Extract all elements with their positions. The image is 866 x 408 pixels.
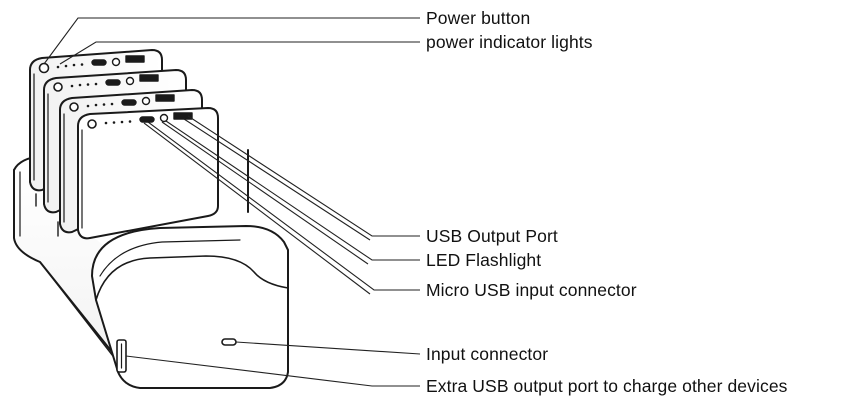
dock-front-block xyxy=(91,225,289,389)
leader-usb-output-port xyxy=(187,115,420,237)
leader-input-connector xyxy=(235,341,421,355)
leader-power-indicator-lights xyxy=(59,41,420,65)
label-power-button: Power button xyxy=(426,8,531,28)
leader-micro-usb-input xyxy=(147,121,420,291)
leader-lines xyxy=(43,17,421,387)
label-micro-usb-input: Micro USB input connector xyxy=(426,280,637,300)
label-power-indicator-lights: power indicator lights xyxy=(426,32,593,52)
leader-extra-usb-output xyxy=(125,355,420,387)
label-extra-usb-output: Extra USB output port to charge other de… xyxy=(426,376,788,396)
label-input-connector: Input connector xyxy=(426,344,549,364)
label-usb-output-port: USB Output Port xyxy=(426,226,558,246)
extra-usb-port xyxy=(116,339,127,373)
power-bank-4 xyxy=(77,107,219,240)
leader-led-flashlight xyxy=(165,120,420,261)
leader-power-button xyxy=(43,17,420,65)
label-led-flashlight: LED Flashlight xyxy=(426,250,542,270)
input-connector-port xyxy=(221,338,237,346)
